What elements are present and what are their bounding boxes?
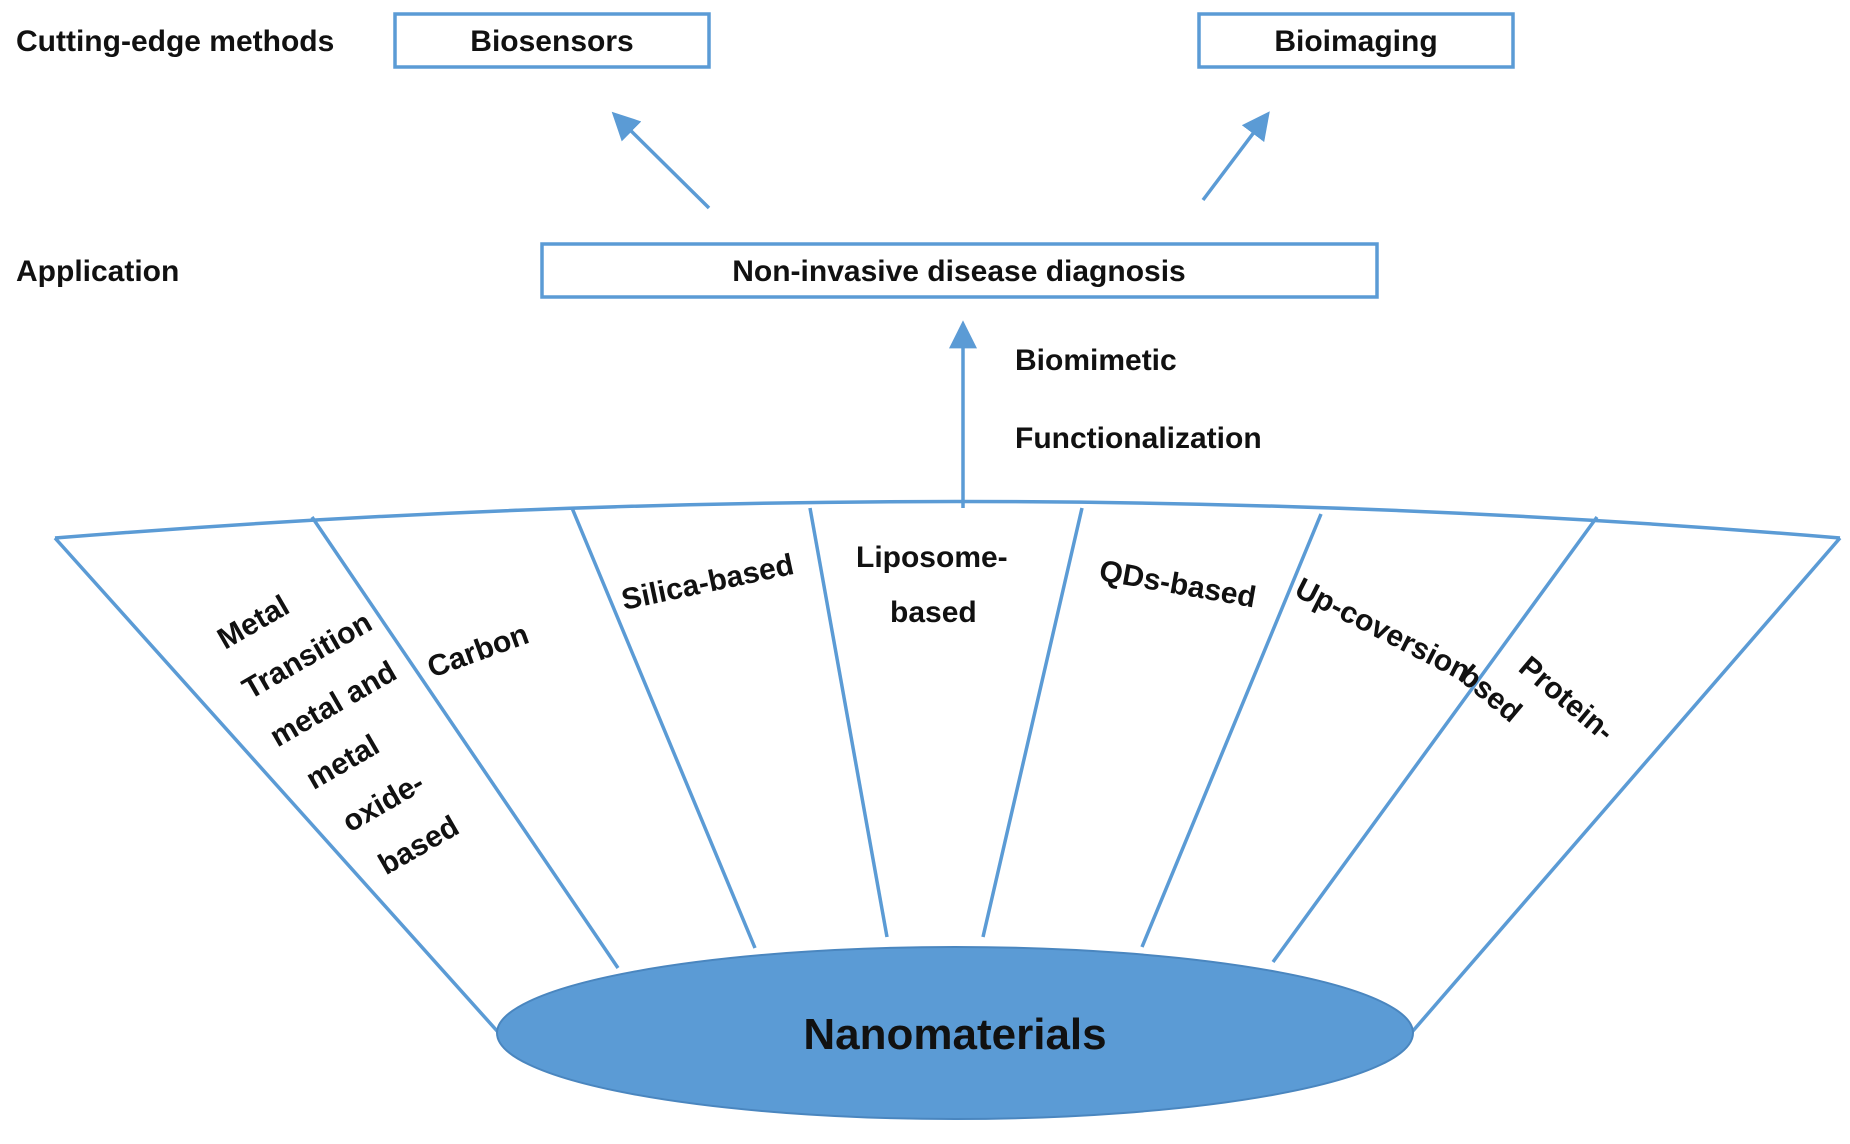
biosensors-box [393, 12, 711, 69]
diagnosis-label: Non-invasive disease diagnosis [732, 255, 1186, 288]
segment-label-upconversion: Up-coversion [1290, 572, 1476, 688]
segment-label-protein-line-1: Protein- [1513, 650, 1621, 748]
segment-label-protein: Protein- bsed [1453, 650, 1621, 748]
fan-divider-3 [808, 507, 889, 938]
biosensors-label: Biosensors [470, 25, 633, 58]
segment-label-silica-line-1: Silica-based [619, 548, 797, 617]
bioimaging-box [1197, 12, 1515, 69]
segment-label-metal-line-6: based [373, 810, 465, 882]
fan-divider-1 [310, 516, 620, 969]
nanomaterials-ellipse [496, 946, 1414, 1120]
fan-top-curve [54, 499, 1841, 540]
segment-label-metal-line-1: Metal [212, 589, 295, 656]
segment-label-liposome-line-1: Liposome- [856, 541, 1008, 574]
fan-divider-6 [1271, 515, 1599, 964]
segment-label-carbon-line-1: Carbon [423, 618, 533, 685]
segment-label-liposome-line-2: based [890, 596, 977, 629]
segment-label-metal: Metal [212, 589, 295, 656]
row-label-cutting-edge-methods: Cutting-edge methods [16, 25, 334, 58]
nanomaterials-label: Nanomaterials [803, 1010, 1106, 1059]
diagnosis-box [540, 242, 1379, 299]
fan-divider-5 [1140, 513, 1323, 948]
fan-left-edge [53, 536, 500, 1034]
arrow-to-biosensors [611, 111, 711, 210]
fan-right-edge [1410, 536, 1842, 1034]
segment-label-upconversion-line-1: Up-coversion [1290, 572, 1476, 688]
row-label-application: Application [16, 255, 179, 288]
segment-label-silica: Silica-based [619, 548, 797, 617]
segment-label-metal-line-4: metal [301, 729, 385, 797]
segment-label-carbon: Carbon [423, 618, 533, 685]
fan-divider-2 [570, 507, 757, 949]
segment-label-qds: QDs-based [1097, 554, 1259, 614]
fan-divider-4 [981, 507, 1084, 938]
annotation-biomimetic: Biomimetic [1015, 344, 1177, 377]
segment-label-qds-line-1: QDs-based [1097, 554, 1259, 614]
annotation-functionalization: Functionalization [1015, 422, 1262, 455]
arrow-to-bioimaging [1201, 111, 1270, 202]
bioimaging-label: Bioimaging [1274, 25, 1437, 58]
segment-label-liposome: Liposome- based [856, 541, 1008, 629]
